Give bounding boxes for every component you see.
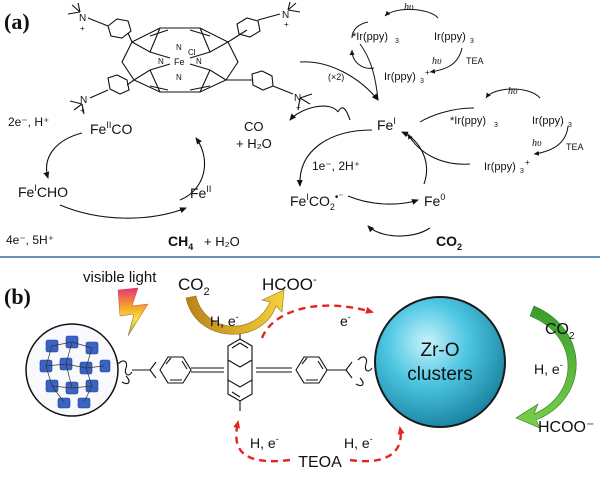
mof-crystal-icon: [25, 323, 119, 417]
plus-sign-tr: +: [284, 20, 289, 29]
ring-n-top: N: [176, 43, 182, 52]
teoa-to-linker-arrow: [233, 420, 291, 463]
hv-right-2: hυ: [532, 138, 542, 149]
hv-top-2: hυ: [432, 56, 442, 67]
nme3-label-tl: N: [79, 13, 86, 24]
tea-top: TEA: [466, 56, 484, 66]
fe2co-label: FeIICO: [90, 120, 132, 137]
co2-top-label: CO2: [178, 275, 210, 298]
tea-right: TEA: [566, 142, 584, 152]
ir-excited-top-sub: 3: [395, 38, 399, 45]
ir-plus-right: Ir(ppy): [484, 161, 516, 173]
lightning-bolt-icon: [117, 287, 149, 337]
hcoo-top-label: HCOO-: [262, 274, 317, 294]
cluster-label-line1: Zr-O: [420, 340, 459, 361]
gold-conversion-arrow: [185, 289, 285, 335]
ir-cycle-right: [407, 88, 569, 165]
cl-label: Cl: [188, 48, 196, 57]
ring-n-right: N: [196, 57, 202, 66]
plus-sign-tl: +: [80, 24, 85, 33]
porphyrin-structure: [67, 1, 313, 115]
co2-right-label: CO2: [545, 321, 575, 342]
left-catalytic-cycle: [43, 132, 206, 219]
two-electron-label: 2e⁻, H⁺: [8, 115, 49, 129]
ir-plus-top-sub: 3: [420, 78, 424, 85]
electron-transfer-arrow: [260, 304, 374, 339]
nme3-label-br: N: [294, 93, 301, 104]
right-catalytic-cycle: [289, 105, 431, 237]
visible-light-label: visible light: [83, 269, 157, 286]
ring-n-bottom: N: [176, 73, 182, 82]
water-label-left: + H₂O: [204, 234, 240, 249]
fe1co2-label: FeICO2•⁻: [290, 192, 344, 212]
cluster-label-line2: clusters: [407, 364, 472, 385]
ir-plus-top: Ir(ppy): [384, 71, 416, 83]
ir-excited-right-sub: 3: [494, 122, 498, 129]
co-label: CO: [244, 119, 264, 134]
ir-ground-right-sub: 3: [568, 122, 572, 129]
ir-cycle-top: [299, 9, 463, 101]
fe2-label: FeII: [190, 184, 211, 201]
hv-top-1: hυ: [404, 2, 414, 13]
ch4-label: CH4: [168, 233, 193, 252]
fe1cho-label: FeICHO: [18, 183, 68, 200]
water-label-right: + H₂O: [236, 136, 272, 151]
plus-sign-br: +: [296, 103, 301, 112]
h-e-arc-label: H, e-: [210, 312, 239, 329]
h-e-left-label: H, e-: [250, 434, 279, 451]
e-minus-label: e-: [340, 312, 351, 329]
ir-plus-right-charge: +: [525, 158, 530, 167]
nme3-label-tr: N: [282, 10, 289, 21]
ir-excited-top: *Ir(ppy): [352, 31, 388, 43]
zr-o-cluster-sphere: [374, 296, 506, 428]
hv-right-1: hυ: [508, 86, 518, 97]
times-two-label: (×2): [328, 72, 344, 82]
ir-ground-top-sub: 3: [470, 38, 474, 45]
plus-sign-bl: +: [80, 106, 85, 115]
green-conversion-arrow: [515, 305, 577, 429]
anthracene-linker: [117, 329, 373, 411]
teoa-to-cluster-arrow: [349, 426, 405, 463]
fe-center-label: Fe: [174, 57, 185, 67]
ir-excited-right: *Ir(ppy): [450, 115, 486, 127]
co2-label-a: CO2: [436, 233, 462, 252]
nme3-label-bl: N: [80, 95, 87, 106]
ir-plus-top-charge: +: [425, 68, 430, 77]
ir-ground-right: Ir(ppy): [532, 115, 564, 127]
h-e-mid-label: H, e-: [344, 434, 373, 451]
four-electron-label: 4e⁻, 5H⁺: [6, 233, 54, 247]
hcoo-right-label: HCOO⁻: [538, 419, 594, 436]
h-e-right-label: H, e-: [534, 360, 563, 377]
teoa-label: TEOA: [298, 454, 342, 471]
panel-a-label: (a): [4, 9, 30, 34]
ring-n-left: N: [158, 57, 164, 66]
ir-plus-right-sub: 3: [520, 168, 524, 175]
fe0-label: Fe0: [424, 192, 445, 209]
panel-b-label: (b): [4, 284, 31, 309]
fe1-label: FeI: [377, 116, 396, 133]
one-electron-label: 1e⁻, 2H⁺: [312, 159, 360, 173]
ir-ground-top: Ir(ppy): [434, 31, 466, 43]
